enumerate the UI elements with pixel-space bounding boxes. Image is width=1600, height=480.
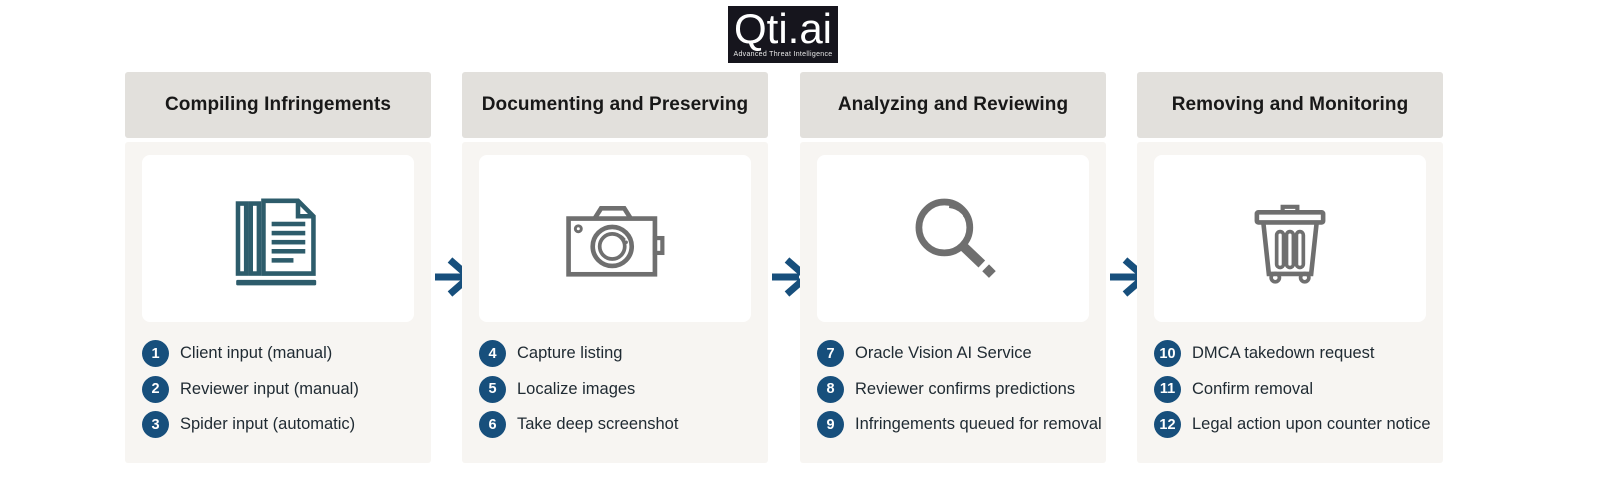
step-number-badge: 11 (1154, 375, 1181, 403)
step-number-badge: 2 (142, 375, 169, 403)
column-title: Documenting and Preserving (481, 94, 749, 115)
step-item: 9 Infringements queued for removal (817, 407, 1102, 443)
step-label: Oracle Vision AI Service (855, 344, 1032, 363)
step-item: 7 Oracle Vision AI Service (817, 336, 1102, 372)
column-documenting-and-preserving: Documenting and Preserving 4 Capture lis… (462, 72, 768, 463)
logo-subtitle: Advanced Threat Intelligence (733, 51, 833, 59)
trash-icon (1244, 192, 1336, 286)
step-label: Take deep screenshot (517, 415, 679, 434)
step-list: 10 DMCA takedown request 11 Confirm remo… (1154, 336, 1439, 443)
step-number-badge: 5 (479, 375, 506, 403)
step-list: 1 Client input (manual) 2 Reviewer input… (142, 336, 427, 443)
step-label: Localize images (517, 379, 636, 398)
column-body: 4 Capture listing 5 Localize images 6 Ta… (462, 142, 768, 463)
step-number-badge: 4 (479, 340, 506, 368)
column-header: Documenting and Preserving (462, 72, 768, 138)
step-item: 12 Legal action upon counter notice (1154, 407, 1439, 443)
icon-card (817, 155, 1089, 322)
magnifier-icon (905, 191, 1001, 287)
icon-card (479, 155, 751, 322)
step-item: 11 Confirm removal (1154, 372, 1439, 408)
step-item: 3 Spider input (automatic) (142, 407, 427, 443)
documents-icon (228, 188, 328, 290)
step-number-badge: 8 (817, 375, 844, 403)
step-label: Legal action upon counter notice (1192, 415, 1431, 434)
column-body: 10 DMCA takedown request 11 Confirm remo… (1137, 142, 1443, 463)
step-label: Capture listing (517, 344, 623, 363)
step-item: 8 Reviewer confirms predictions (817, 372, 1102, 408)
step-number-badge: 9 (817, 411, 844, 439)
step-item: 5 Localize images (479, 372, 764, 408)
step-label: Client input (manual) (180, 344, 333, 363)
step-number-badge: 1 (142, 340, 169, 368)
step-item: 4 Capture listing (479, 336, 764, 372)
step-number-badge: 6 (479, 411, 506, 439)
icon-card (142, 155, 414, 322)
column-header: Analyzing and Reviewing (800, 72, 1106, 138)
step-number-badge: 10 (1154, 340, 1181, 368)
column-title: Removing and Monitoring (1171, 94, 1409, 115)
logo-title: Qti.ai (733, 4, 833, 52)
step-item: 10 DMCA takedown request (1154, 336, 1439, 372)
step-list: 7 Oracle Vision AI Service 8 Reviewer co… (817, 336, 1102, 443)
column-removing-and-monitoring: Removing and Monitoring 10 DMCA takedown… (1137, 72, 1443, 463)
step-item: 1 Client input (manual) (142, 336, 427, 372)
step-label: Spider input (automatic) (180, 415, 356, 434)
column-title: Compiling Infringements (164, 94, 392, 115)
column-analyzing-and-reviewing: Analyzing and Reviewing 7 Oracle Vision … (800, 72, 1106, 463)
column-header: Compiling Infringements (125, 72, 431, 138)
step-number-badge: 12 (1154, 411, 1181, 439)
icon-card (1154, 155, 1426, 322)
camera-icon (563, 198, 667, 280)
column-body: 1 Client input (manual) 2 Reviewer input… (125, 142, 431, 463)
column-title: Analyzing and Reviewing (837, 94, 1069, 115)
qti-logo: Qti.ai Advanced Threat Intelligence (728, 6, 838, 63)
step-label: Reviewer input (manual) (180, 379, 359, 398)
column-compiling-infringements: Compiling Infringements 1 (125, 72, 431, 463)
step-label: DMCA takedown request (1192, 344, 1375, 363)
step-label: Confirm removal (1192, 379, 1314, 398)
step-number-badge: 3 (142, 411, 169, 439)
step-item: 6 Take deep screenshot (479, 407, 764, 443)
step-label: Reviewer confirms predictions (855, 379, 1076, 398)
step-number-badge: 7 (817, 340, 844, 368)
column-header: Removing and Monitoring (1137, 72, 1443, 138)
column-body: 7 Oracle Vision AI Service 8 Reviewer co… (800, 142, 1106, 463)
step-item: 2 Reviewer input (manual) (142, 372, 427, 408)
step-list: 4 Capture listing 5 Localize images 6 Ta… (479, 336, 764, 443)
step-label: Infringements queued for removal (855, 415, 1102, 434)
